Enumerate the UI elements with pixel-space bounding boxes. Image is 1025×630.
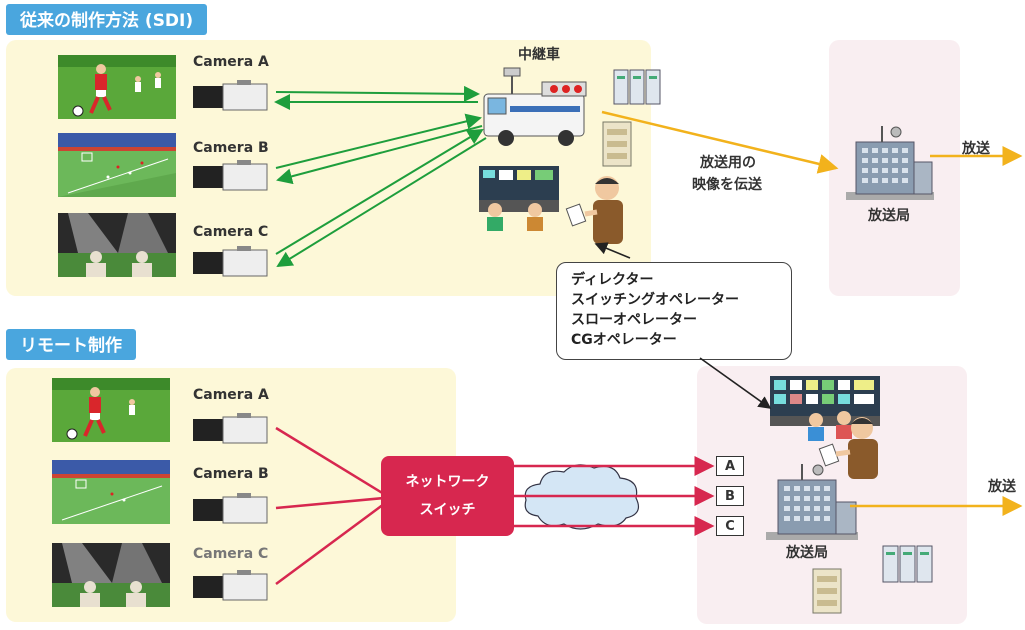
role-director: ディレクター xyxy=(571,272,654,288)
transmit-label-line2: 映像を伝送 xyxy=(692,177,762,193)
sdi-link-truck-to-b xyxy=(276,125,483,185)
port-c: C xyxy=(716,516,744,536)
network-switch-line2: スイッチ xyxy=(419,502,476,518)
roles-pointer-remote xyxy=(699,357,772,409)
port-a: A xyxy=(716,456,744,476)
remote-station-building-icon xyxy=(766,464,858,540)
remote-camera-b-icon xyxy=(193,493,268,524)
remote-night-stadium-photo xyxy=(52,543,170,607)
sdi-camera-a-label: Camera A xyxy=(193,54,269,70)
roles-pointer-sdi xyxy=(594,242,631,259)
relay-truck-icon xyxy=(483,67,587,146)
role-slow-operator: スローオペレーター xyxy=(571,312,697,328)
role-switching-operator: スイッチングオペレーター xyxy=(571,292,739,308)
port-b: B xyxy=(716,486,744,506)
section-label-remote: リモート制作 xyxy=(6,329,136,360)
sdi-broadcast-label: 放送 xyxy=(962,141,990,157)
sdi-camera-c-icon xyxy=(193,246,268,277)
transmit-label-line1: 放送用の xyxy=(700,155,756,171)
sdi-camera-b-label: Camera B xyxy=(193,140,269,156)
sdi-camera-a-icon xyxy=(193,80,268,111)
broadcast-station-building-icon xyxy=(846,126,934,200)
sdi-camera-b-icon xyxy=(193,160,268,191)
remote-camera-c-icon xyxy=(193,570,268,601)
remote-camera-a-icon xyxy=(193,413,268,444)
relay-truck-label: 中継車 xyxy=(518,47,560,63)
remote-camera-b-label: Camera B xyxy=(193,466,269,482)
sdi-link-c-to-truck xyxy=(275,128,484,255)
sdi-station-label: 放送局 xyxy=(868,208,910,224)
remote-broadcast-label: 放送 xyxy=(988,479,1016,495)
operator-roles-box: ディレクター スイッチングオペレーター スローオペレーター CGオペレーター xyxy=(556,262,792,360)
control-room-icon xyxy=(479,166,559,231)
sdi-link-truck-to-c xyxy=(276,137,487,268)
network-switch-line1: ネットワーク xyxy=(405,474,490,490)
remote-control-room-icon xyxy=(770,376,880,441)
remote-link-b xyxy=(275,496,385,510)
sdi-camera-c-label: Camera C xyxy=(193,224,269,240)
network-switch-box: ネットワーク スイッチ xyxy=(381,456,514,536)
server-rack-icon xyxy=(613,69,661,105)
role-cg-operator: CGオペレーター xyxy=(571,332,677,348)
remote-station-label: 放送局 xyxy=(786,545,828,561)
remote-link-a xyxy=(275,426,385,496)
remote-storage-cabinet-icon xyxy=(812,568,842,614)
section-label-sdi: 従来の制作方法 (SDI) xyxy=(6,4,208,35)
remote-camera-a-label: Camera A xyxy=(193,387,269,403)
sdi-link-a-to-truck xyxy=(275,85,480,102)
stadium-field-photo xyxy=(58,133,176,197)
storage-cabinet-icon xyxy=(602,121,632,167)
director-person-icon xyxy=(565,176,623,244)
remote-stadium-field-photo xyxy=(52,460,170,524)
remote-server-rack-icon xyxy=(882,545,933,583)
night-stadium-photo xyxy=(58,213,176,277)
sdi-link-b-to-truck xyxy=(275,113,482,169)
remote-link-c xyxy=(275,502,385,586)
remote-soccer-player-photo xyxy=(52,378,170,442)
soccer-player-photo xyxy=(58,55,176,119)
remote-camera-c-label: Camera C xyxy=(193,546,269,562)
sdi-transmit-arrow xyxy=(601,110,839,174)
remote-director-person-icon xyxy=(818,417,878,479)
